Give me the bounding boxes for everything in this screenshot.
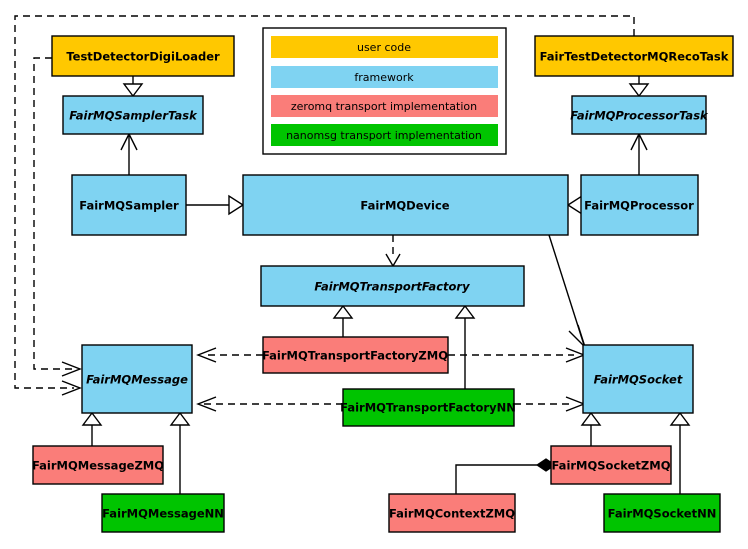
- edge-device-socket: [548, 234, 586, 348]
- legend-item-nanomsg: nanomsg transport implementation: [271, 124, 498, 146]
- legend-label-nanomsg: nanomsg transport implementation: [286, 129, 482, 142]
- legend-label-user-code: user code: [357, 41, 411, 54]
- node-label-FairMQProcessorTask: FairMQProcessorTask: [570, 109, 709, 123]
- node-box-FairMQDevice[interactable]: [242, 174, 569, 236]
- legend-item-user-code: user code: [271, 36, 498, 58]
- node-FairMQSamplerTask[interactable]: FairMQSamplerTask: [62, 95, 204, 135]
- node-TestDetectorDigiLoader[interactable]: TestDetectorDigiLoader: [51, 35, 235, 77]
- node-label-FairMQMessageZMQ: FairMQMessageZMQ: [32, 459, 164, 473]
- legend-swatch-nanomsg: [271, 124, 498, 146]
- node-FairMQDevice[interactable]: FairMQDevice: [242, 174, 569, 236]
- node-box-FairTestDetectorMQRecoTask[interactable]: [534, 35, 734, 77]
- edge-device-transportfactory: [385, 235, 401, 268]
- node-box-FairMQProcessorTask[interactable]: [571, 95, 707, 135]
- node-box-FairMQMessageZMQ[interactable]: [32, 445, 164, 485]
- node-box-FairMQContextZMQ[interactable]: [388, 493, 516, 533]
- node-label-FairMQTransportFactory: FairMQTransportFactory: [314, 280, 470, 294]
- node-FairMQProcessorTask[interactable]: FairMQProcessorTask: [570, 95, 709, 135]
- node-box-FairMQTransportFactory[interactable]: [260, 265, 525, 307]
- legend-label-framework: framework: [354, 71, 414, 84]
- edge-processor-processortask: [630, 132, 648, 175]
- node-FairMQSocketZMQ[interactable]: FairMQSocketZMQ: [550, 445, 672, 485]
- edge-digiloader-samplertask: [122, 76, 144, 98]
- legend-item-framework: framework: [271, 66, 498, 88]
- edge-tfzmq-transportfactory: [332, 304, 354, 337]
- legend-swatch-user-code: [271, 36, 498, 58]
- edge-tfnn-socket: [514, 396, 586, 412]
- node-box-FairMQSamplerTask[interactable]: [62, 95, 204, 135]
- node-FairMQProcessor[interactable]: FairMQProcessor: [580, 174, 699, 236]
- node-label-FairMQSamplerTask: FairMQSamplerTask: [69, 109, 198, 123]
- node-FairMQMessage[interactable]: FairMQMessage: [81, 344, 193, 414]
- node-box-FairMQMessageNN[interactable]: [101, 493, 225, 533]
- node-label-FairMQMessageNN: FairMQMessageNN: [102, 507, 224, 521]
- edge-messagenn-message: [169, 411, 191, 494]
- node-FairMQTransportFactoryZMQ[interactable]: FairMQTransportFactoryZMQ: [262, 336, 449, 374]
- node-box-FairMQTransportFactoryNN[interactable]: [342, 388, 515, 427]
- node-box-FairMQSocket[interactable]: [582, 344, 694, 414]
- edge-recotask-processortask: [628, 76, 650, 98]
- legend: user code framework zeromq transport imp…: [262, 27, 507, 155]
- legend-item-zeromq: zeromq transport implementation: [271, 95, 498, 117]
- node-label-FairMQDevice: FairMQDevice: [360, 199, 449, 213]
- node-FairMQTransportFactory[interactable]: FairMQTransportFactory: [260, 265, 525, 307]
- edge-recotask-message: [14, 15, 635, 396]
- edges-layer: [14, 15, 691, 494]
- node-box-FairMQMessage[interactable]: [81, 344, 193, 414]
- edge-tfnn-message: [196, 396, 343, 412]
- edge-tfzmq-message: [196, 347, 263, 363]
- node-label-FairTestDetectorMQRecoTask: FairTestDetectorMQRecoTask: [540, 50, 729, 64]
- node-box-FairMQTransportFactoryZMQ[interactable]: [262, 336, 449, 374]
- edge-socketzmq-contextzmq: [455, 458, 557, 494]
- node-box-FairMQSampler[interactable]: [71, 174, 187, 236]
- node-box-FairMQProcessor[interactable]: [580, 174, 699, 236]
- node-label-FairMQTransportFactoryZMQ: FairMQTransportFactoryZMQ: [262, 349, 448, 363]
- node-FairMQMessageNN[interactable]: FairMQMessageNN: [101, 493, 225, 533]
- node-FairMQMessageZMQ[interactable]: FairMQMessageZMQ: [32, 445, 164, 485]
- legend-swatch-framework: [271, 66, 498, 88]
- node-label-FairMQSocketNN: FairMQSocketNN: [608, 507, 717, 521]
- edge-socketnn-socket: [669, 411, 691, 494]
- legend-label-zeromq: zeromq transport implementation: [291, 100, 477, 113]
- node-FairMQSampler[interactable]: FairMQSampler: [71, 174, 187, 236]
- node-box-FairMQSocketNN[interactable]: [603, 493, 721, 533]
- node-FairMQSocketNN[interactable]: FairMQSocketNN: [603, 493, 721, 533]
- edge-socketzmq-socket: [580, 411, 602, 446]
- node-label-FairMQMessage: FairMQMessage: [86, 373, 188, 387]
- node-label-FairMQSampler: FairMQSampler: [79, 199, 179, 213]
- legend-swatch-zeromq: [271, 95, 498, 117]
- edge-tfnn-transportfactory: [454, 304, 476, 389]
- nodes-layer: TestDetectorDigiLoader FairTestDetectorM…: [32, 35, 734, 533]
- node-box-FairMQSocketZMQ[interactable]: [550, 445, 672, 485]
- edge-tfzmq-socket: [448, 347, 586, 363]
- edge-sampler-samplertask: [120, 132, 138, 175]
- node-label-FairMQContextZMQ: FairMQContextZMQ: [389, 507, 515, 521]
- node-FairTestDetectorMQRecoTask[interactable]: FairTestDetectorMQRecoTask: [534, 35, 734, 77]
- node-label-TestDetectorDigiLoader: TestDetectorDigiLoader: [66, 50, 220, 64]
- edge-messagezmq-message: [81, 411, 103, 446]
- edge-digiloader-message: [33, 57, 82, 377]
- node-FairMQTransportFactoryNN[interactable]: FairMQTransportFactoryNN: [340, 388, 516, 427]
- node-box-TestDetectorDigiLoader[interactable]: [51, 35, 235, 77]
- node-FairMQSocket[interactable]: FairMQSocket: [582, 344, 694, 414]
- node-label-FairMQTransportFactoryNN: FairMQTransportFactoryNN: [340, 401, 516, 415]
- edge-sampler-device: [186, 194, 245, 216]
- node-label-FairMQProcessor: FairMQProcessor: [584, 199, 694, 213]
- node-label-FairMQSocket: FairMQSocket: [594, 373, 683, 387]
- node-label-FairMQSocketZMQ: FairMQSocketZMQ: [552, 459, 671, 473]
- node-FairMQContextZMQ[interactable]: FairMQContextZMQ: [388, 493, 516, 533]
